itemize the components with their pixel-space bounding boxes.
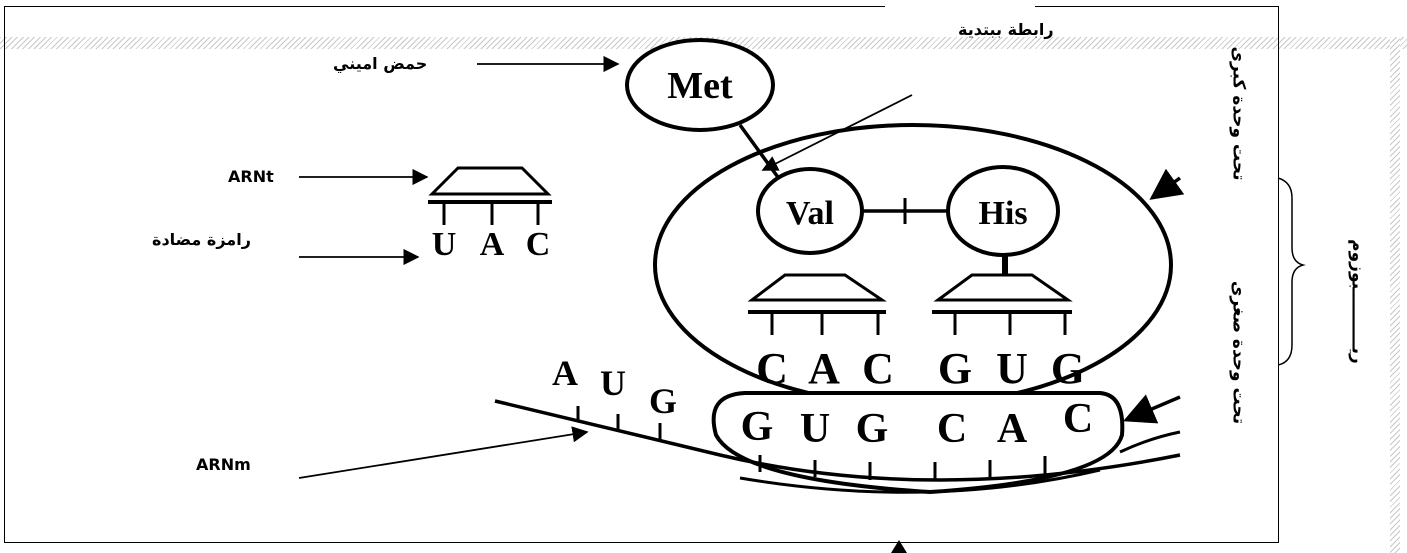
label-small-subunit: تحت وحدة صغرى	[1228, 280, 1249, 425]
label-ribosome: ريــــــــــبوزوم	[1347, 239, 1368, 364]
codon-letter: G	[856, 406, 889, 452]
anticodon-letter: G	[1051, 344, 1085, 393]
large-subunit-shape	[653, 123, 1173, 407]
codon-letter: G	[741, 404, 774, 450]
ribosome-brace	[1277, 177, 1306, 366]
anticodon-letter: C	[756, 344, 788, 393]
anticodon-letter: A	[808, 344, 840, 393]
anticodon-letter: G	[938, 344, 972, 393]
trna-2-shape	[933, 273, 1073, 302]
met-text: Met	[667, 65, 733, 107]
hatched-band-right	[1390, 37, 1400, 553]
anticodon-letter: C	[862, 344, 894, 393]
met-circle	[625, 38, 775, 132]
codon-letter: U	[800, 406, 830, 452]
mrna-strand-end	[1119, 430, 1181, 454]
free-anticodon-letter: C	[526, 226, 551, 263]
anticodon-letter: U	[996, 344, 1028, 393]
arrow-mrna	[298, 426, 589, 479]
mrna-letter: U	[600, 363, 626, 403]
met-val-bond	[738, 123, 782, 182]
label-large-subunit: تحت وحدة كبرى	[1228, 46, 1249, 181]
codon-letter: A	[997, 406, 1028, 452]
label-trna: ARNt	[228, 167, 274, 186]
his-text: His	[978, 195, 1027, 232]
label-mrna: ARNm	[196, 455, 251, 474]
arrow-large-subunit	[1149, 168, 1185, 200]
label-peptide-bond: رابطة ببتدية	[958, 20, 1054, 39]
mrna-strand	[494, 399, 1181, 482]
bottom-marker	[891, 540, 907, 553]
trna-1-shape	[747, 273, 887, 302]
codon-letter: C	[1063, 396, 1093, 442]
free-anticodon-letter: U	[432, 226, 457, 263]
mrna-letter: G	[649, 381, 677, 421]
mrna-letter: A	[552, 353, 578, 393]
label-anticodon: رامزة مضادة	[152, 230, 251, 249]
his-circle	[946, 165, 1060, 257]
codon-letter: C	[937, 406, 967, 452]
diagram-frame	[4, 6, 1279, 543]
label-amino-acid: حمض اميني	[333, 54, 428, 73]
small-subunit-lower-edge	[739, 468, 1101, 494]
free-trna-shape	[428, 166, 552, 196]
val-text: Val	[786, 195, 834, 232]
arrow-peptide-bond	[761, 94, 913, 171]
arrow-small-subunit	[1123, 394, 1181, 424]
free-anticodon-letter: A	[480, 226, 505, 263]
blank-patch	[885, 0, 1035, 14]
